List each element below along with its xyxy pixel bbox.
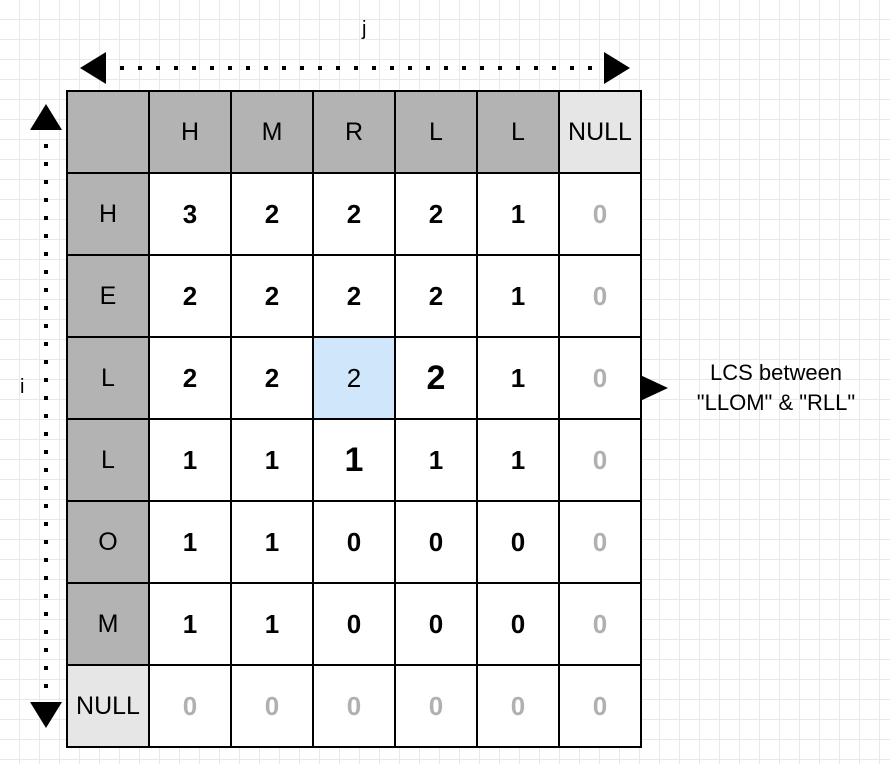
table-header-row: H M R L L NULL [66, 90, 642, 174]
cell-3-1: 1 [230, 418, 314, 502]
arrowhead-down [30, 702, 62, 728]
matrix-corner-cell [66, 90, 150, 174]
lcs-annotation-line2: "LLOM" & "RLL" [696, 390, 856, 415]
cell-5-5: 0 [558, 582, 642, 666]
cell-6-3: 0 [394, 664, 478, 748]
cell-2-2-highlighted: 2 [312, 336, 396, 420]
cell-6-2: 0 [312, 664, 396, 748]
cell-0-0: 3 [148, 172, 232, 256]
axis-arrow-j [80, 52, 630, 84]
row-header-4: O [66, 500, 150, 584]
cell-0-4: 1 [476, 172, 560, 256]
cell-6-4: 0 [476, 664, 560, 748]
row-header-3: L [66, 418, 150, 502]
cell-2-3: 2 [394, 336, 478, 420]
table-row: NULL 0 0 0 0 0 0 [66, 664, 642, 748]
cell-5-4: 0 [476, 582, 560, 666]
cell-3-4: 1 [476, 418, 560, 502]
cell-6-5: 0 [558, 664, 642, 748]
cell-2-5: 0 [558, 336, 642, 420]
cell-4-2: 0 [312, 500, 396, 584]
cell-3-2: 1 [312, 418, 396, 502]
cell-4-3: 0 [394, 500, 478, 584]
cell-4-4: 0 [476, 500, 560, 584]
cell-1-0: 2 [148, 254, 232, 338]
column-header-5-null: NULL [558, 90, 642, 174]
column-header-2: R [312, 90, 396, 174]
column-header-4: L [476, 90, 560, 174]
row-header-1: E [66, 254, 150, 338]
cell-1-3: 2 [394, 254, 478, 338]
cell-2-1: 2 [230, 336, 314, 420]
arrowhead-right [638, 374, 668, 402]
cell-1-2: 2 [312, 254, 396, 338]
arrowhead-right [604, 52, 630, 84]
table-row: H 3 2 2 2 1 0 [66, 172, 642, 256]
axis-label-i: i [20, 376, 25, 398]
cell-2-4: 1 [476, 336, 560, 420]
cell-4-5: 0 [558, 500, 642, 584]
cell-3-0: 1 [148, 418, 232, 502]
table-row: M 1 1 0 0 0 0 [66, 582, 642, 666]
cell-4-0: 1 [148, 500, 232, 584]
axis-arrow-i [30, 104, 62, 728]
table-row: L 2 2 2 2 1 0 [66, 336, 642, 420]
column-header-1: M [230, 90, 314, 174]
column-header-3: L [394, 90, 478, 174]
column-header-0: H [148, 90, 232, 174]
cell-5-0: 1 [148, 582, 232, 666]
lcs-dp-matrix: H M R L L NULL H 3 2 2 2 1 0 E 2 2 2 2 1… [66, 90, 642, 748]
cell-6-1: 0 [230, 664, 314, 748]
axis-label-j: j [362, 18, 367, 40]
cell-2-0: 2 [148, 336, 232, 420]
table-row: L 1 1 1 1 1 0 [66, 418, 642, 502]
cell-1-1: 2 [230, 254, 314, 338]
row-header-5: M [66, 582, 150, 666]
cell-1-4: 1 [476, 254, 560, 338]
cell-0-3: 2 [394, 172, 478, 256]
row-header-6-null: NULL [66, 664, 150, 748]
lcs-annotation: LCS between "LLOM" & "RLL" [676, 358, 876, 418]
table-row: O 1 1 0 0 0 0 [66, 500, 642, 584]
lcs-annotation-line1: LCS between [709, 360, 843, 385]
cell-0-2: 2 [312, 172, 396, 256]
cell-6-0: 0 [148, 664, 232, 748]
cell-5-2: 0 [312, 582, 396, 666]
cell-5-3: 0 [394, 582, 478, 666]
row-header-2: L [66, 336, 150, 420]
cell-0-5: 0 [558, 172, 642, 256]
arrowhead-left [80, 52, 106, 84]
cell-3-5: 0 [558, 418, 642, 502]
cell-5-1: 1 [230, 582, 314, 666]
row-header-0: H [66, 172, 150, 256]
cell-4-1: 1 [230, 500, 314, 584]
cell-0-1: 2 [230, 172, 314, 256]
arrowhead-up [30, 104, 62, 130]
table-row: E 2 2 2 2 1 0 [66, 254, 642, 338]
cell-1-5: 0 [558, 254, 642, 338]
cell-3-3: 1 [394, 418, 478, 502]
